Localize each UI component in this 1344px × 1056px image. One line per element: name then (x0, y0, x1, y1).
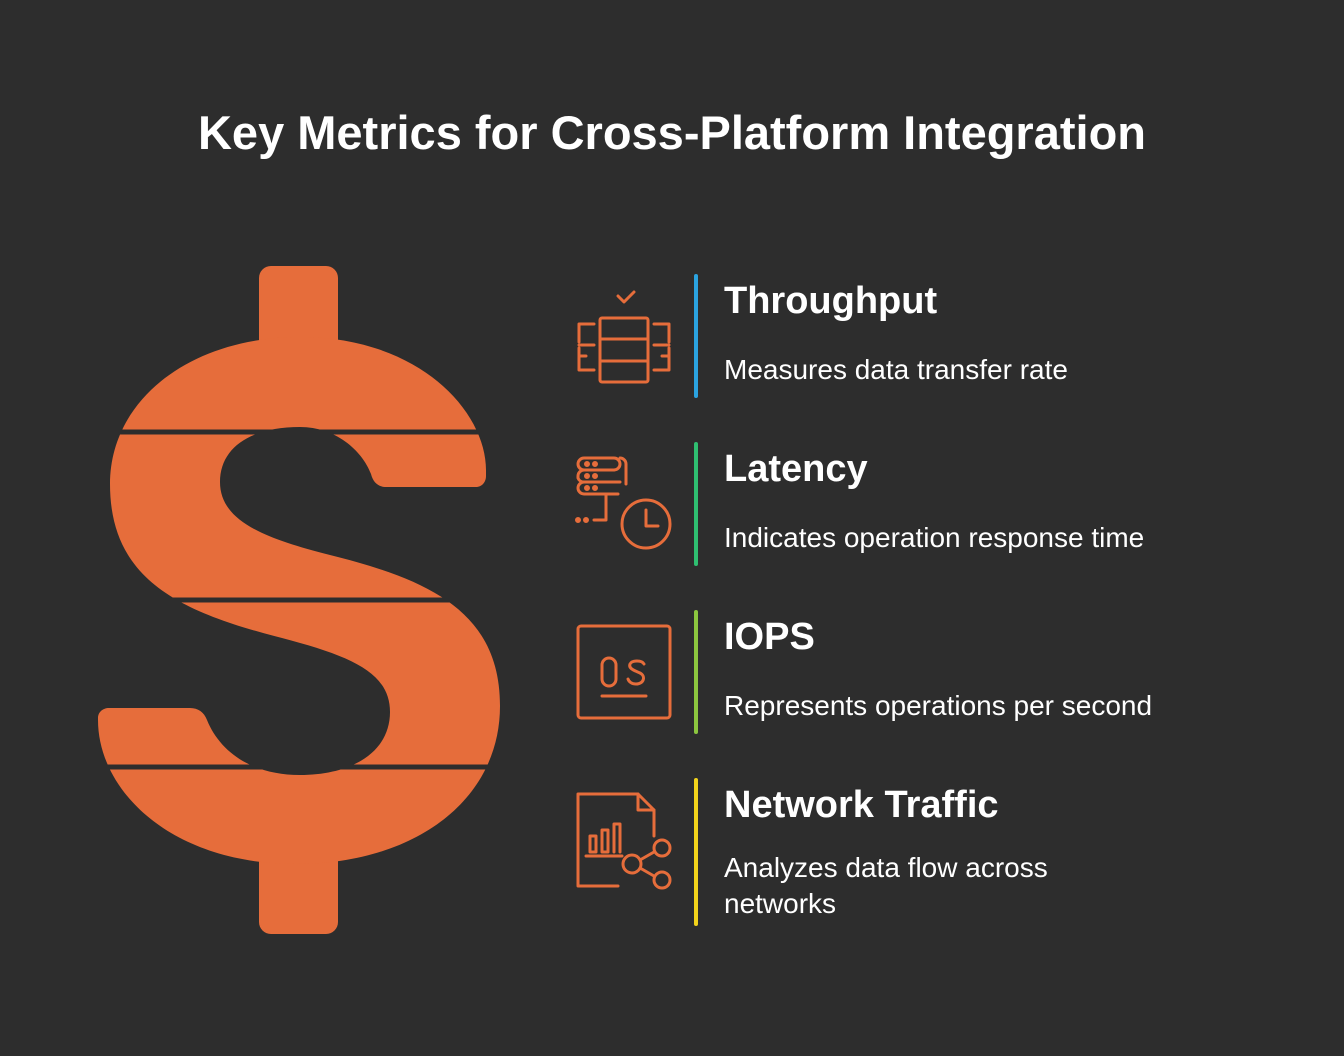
accent-bar (694, 778, 698, 926)
page-title: Key Metrics for Cross-Platform Integrati… (197, 106, 1146, 159)
metric-latency: Latency Indicates operation response tim… (574, 440, 1274, 568)
metric-network-traffic: Network Traffic Analyzes data flow acros… (574, 776, 1274, 928)
accent-bar (694, 610, 698, 734)
accent-bar (694, 442, 698, 566)
metric-label: Network Traffic (724, 784, 999, 826)
network-chart-share-icon (576, 792, 672, 890)
metric-throughput: Throughput Measures data transfer rate (574, 272, 1274, 400)
metric-label: Latency (724, 448, 868, 490)
metric-label: IOPS (724, 616, 815, 658)
database-server-check-icon (577, 290, 671, 384)
server-clock-icon (575, 456, 672, 550)
dollar-sign-icon (96, 266, 506, 934)
metric-description: Analyzes data flow across networks (724, 852, 1048, 919)
metric-description: Represents operations per second (724, 690, 1153, 721)
metric-label: Throughput (724, 280, 938, 322)
metric-description: Measures data transfer rate (724, 354, 1068, 385)
operations-per-second-icon (576, 624, 672, 720)
metric-iops: IOPS Represents operations per second (574, 608, 1274, 736)
accent-bar (694, 274, 698, 398)
metric-description: Indicates operation response time (724, 522, 1145, 553)
